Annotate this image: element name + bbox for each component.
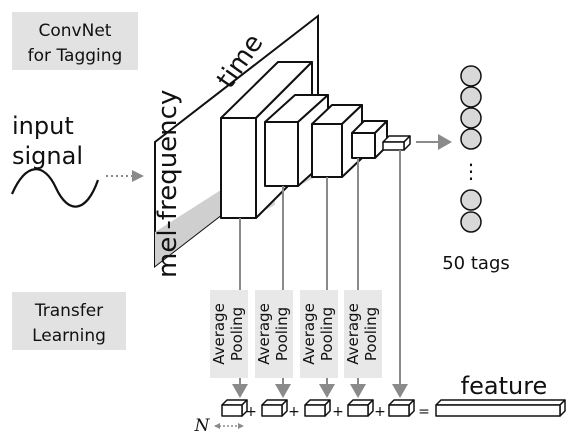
tags-count-label: 50 tags xyxy=(442,253,510,274)
input-label-line1: input xyxy=(12,112,74,140)
conv-layer-4 xyxy=(351,120,388,159)
plus-sign: + xyxy=(245,404,257,420)
layer-output-lines xyxy=(239,150,408,398)
plus-sign: + xyxy=(288,404,300,420)
arrowhead-left-icon xyxy=(214,423,220,429)
pooling-word-pooling: Pooling xyxy=(362,307,380,361)
pooling-word-pooling: Pooling xyxy=(228,307,246,361)
feature-block-5 xyxy=(388,399,415,417)
pooling-word-average: Average xyxy=(344,303,362,365)
equals-sign: = xyxy=(418,404,430,420)
circle-node-icon xyxy=(460,128,482,150)
convnet-label-line2: for Tagging xyxy=(28,46,123,66)
sine-wave-icon xyxy=(10,168,100,208)
average-pooling-1: Average Pooling xyxy=(210,290,248,398)
feature-block-3 xyxy=(304,399,331,417)
average-pooling-2: Average Pooling xyxy=(255,290,293,398)
average-pooling-4: Average Pooling xyxy=(344,290,382,398)
plus-sign: + xyxy=(374,404,386,420)
pooling-word-pooling: Pooling xyxy=(318,307,336,361)
convnet-label-box: ConvNet for Tagging xyxy=(12,12,138,70)
concatenated-feature-block xyxy=(435,399,566,417)
average-pooling-3: Average Pooling xyxy=(300,290,338,398)
mel-frequency-axis-label: mel-frequency xyxy=(153,90,183,278)
pooling-word-average: Average xyxy=(210,303,228,365)
arrowhead-right-icon xyxy=(238,423,244,429)
circle-node-icon xyxy=(460,65,482,87)
tag-ellipsis: ⋮ xyxy=(461,159,481,183)
circle-node-icon xyxy=(460,211,482,233)
circle-node-icon xyxy=(460,189,482,211)
plus-sign: + xyxy=(332,404,344,420)
feature-label: feature xyxy=(461,372,548,400)
pooling-word-pooling: Pooling xyxy=(273,307,291,361)
feature-block-4 xyxy=(347,399,374,417)
circle-node-icon xyxy=(460,107,482,129)
transfer-label-line1: Transfer xyxy=(34,301,103,321)
feature-block-1 xyxy=(221,399,248,417)
convnet-label-line1: ConvNet xyxy=(39,21,112,41)
circle-node-icon xyxy=(460,86,482,108)
transfer-label-box: Transfer Learning xyxy=(12,292,126,350)
pooling-word-average: Average xyxy=(300,303,318,365)
conv-layer-5 xyxy=(382,135,411,151)
input-label-line2: signal xyxy=(12,142,83,170)
transfer-label-line2: Learning xyxy=(32,326,106,346)
pooling-word-average: Average xyxy=(255,303,273,365)
n-dimension-label: N xyxy=(194,416,211,436)
tag-nodes: ⋮ xyxy=(460,65,482,233)
feature-block-2 xyxy=(261,399,288,417)
